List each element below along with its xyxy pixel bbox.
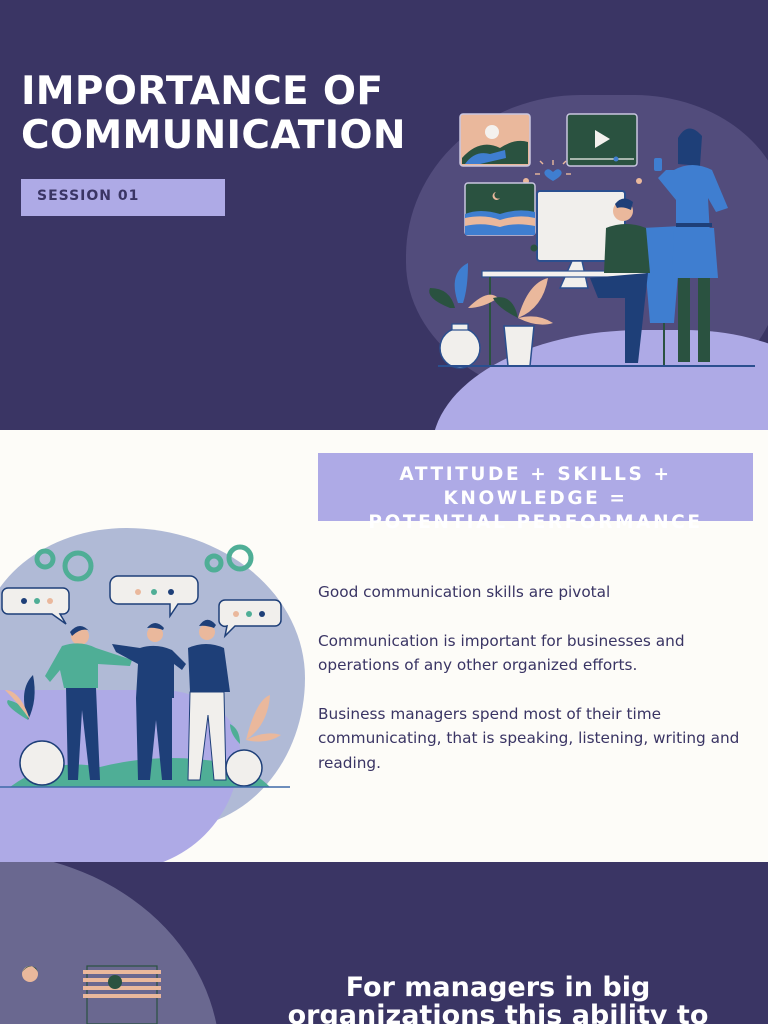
- quote-line-2: organizations this ability to: [287, 1000, 709, 1024]
- page-title: IMPORTANCE OF COMMUNICATION: [21, 70, 406, 158]
- body-text: Good communication skills are pivotal Co…: [318, 580, 748, 799]
- night-scene-card-icon: [464, 182, 536, 236]
- team-conversation-illustration: [0, 544, 290, 788]
- window-blinds-illustration: [22, 965, 161, 1024]
- seated-man-figure: [590, 198, 682, 363]
- man-figure: [187, 619, 230, 781]
- slide-title-page: IMPORTANCE OF COMMUNICATION SESSION 01: [0, 0, 768, 430]
- quote-text: For managers in big organizations this a…: [268, 974, 728, 1024]
- speech-bubble-icon: [1, 587, 70, 625]
- speech-bubble-icon: [218, 599, 282, 639]
- title-line-1: IMPORTANCE OF: [21, 69, 384, 114]
- title-line-2: COMMUNICATION: [21, 113, 406, 158]
- paragraph: Good communication skills are pivotal: [318, 583, 611, 601]
- vase-right: [225, 695, 281, 787]
- formula-line-2: POTENTIAL PERFORMANCE: [368, 512, 703, 533]
- paragraph: Business managers spend most of their ti…: [318, 704, 740, 772]
- man-figure: [112, 623, 186, 780]
- formula-banner: ATTITUDE + SKILLS + KNOWLEDGE = POTENTIA…: [318, 453, 753, 533]
- plant-pot-left: [429, 263, 498, 369]
- gear-icon: [34, 544, 254, 582]
- session-badge: SESSION 01: [21, 179, 225, 216]
- vase-left: [5, 675, 65, 786]
- woman-figure: [45, 626, 132, 780]
- quote-line-1: For managers in big: [345, 972, 651, 1003]
- paragraph: Communication is important for businesse…: [318, 631, 685, 675]
- image-card-icon: [459, 113, 531, 167]
- video-player-icon: [566, 113, 638, 167]
- plant-pot-right: [493, 278, 553, 367]
- slide-communication-overview: ATTITUDE + SKILLS + KNOWLEDGE = POTENTIA…: [0, 430, 768, 862]
- standing-woman-figure: [654, 128, 728, 362]
- speech-bubble-icon: [109, 575, 199, 619]
- office-computer-illustration: [429, 113, 755, 369]
- formula-line-1: ATTITUDE + SKILLS + KNOWLEDGE =: [399, 464, 672, 509]
- slide-managers-quote: For managers in big organizations this a…: [0, 862, 768, 1024]
